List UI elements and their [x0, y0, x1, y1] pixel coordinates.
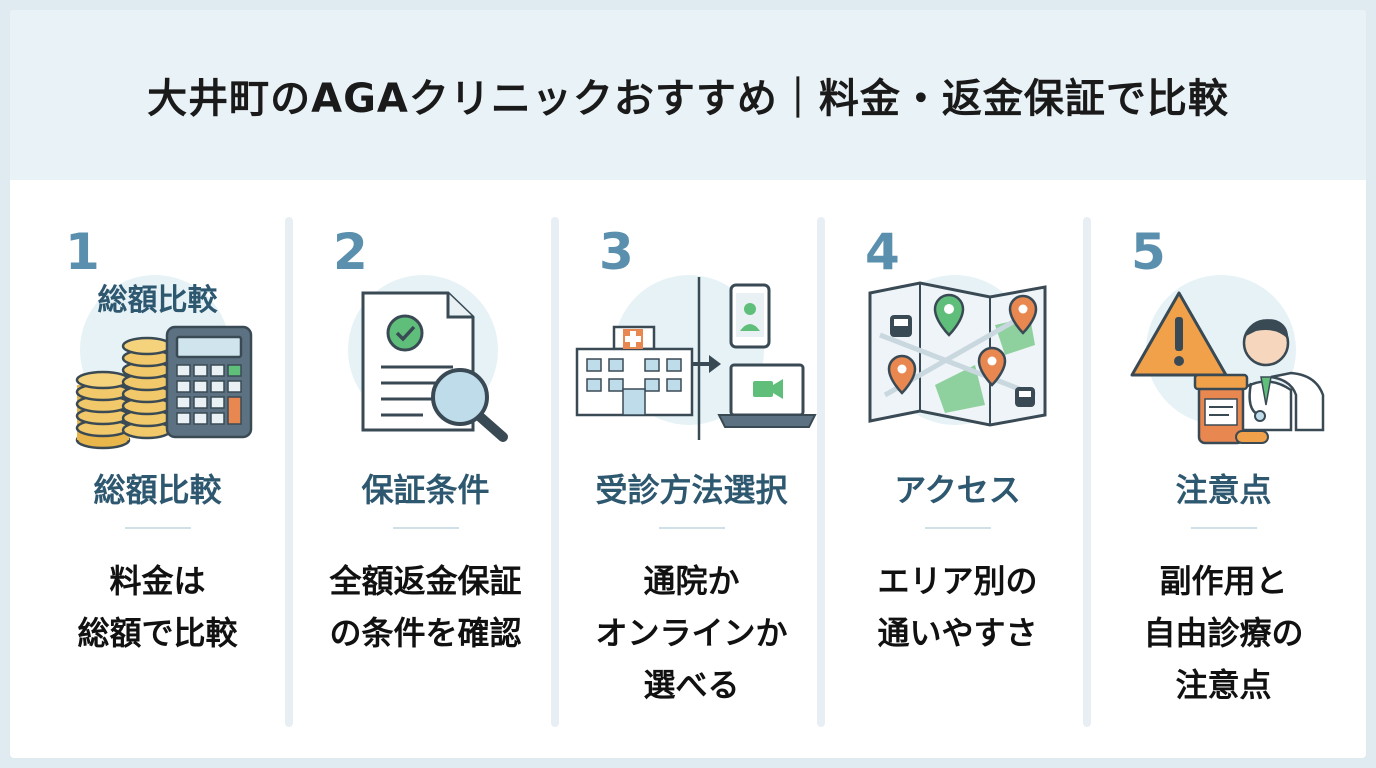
divider-rule — [393, 527, 459, 529]
step-description: 全額返金保証 の条件を確認 — [293, 555, 558, 659]
divider-rule — [659, 527, 725, 529]
coins-calculator-icon — [75, 325, 253, 450]
step-number: 5 — [1131, 223, 1166, 281]
desc-line: エリア別の — [877, 562, 1038, 600]
step-description: 料金は 総額で比較 — [25, 555, 290, 659]
desc-line: オンラインか — [595, 614, 788, 652]
divider-rule — [125, 527, 191, 529]
divider-rule — [925, 527, 991, 529]
step-number: 1 — [65, 223, 100, 281]
step-1: 1 総額比較 — [25, 215, 290, 725]
step-number: 2 — [333, 223, 368, 281]
desc-line: の条件を確認 — [329, 614, 522, 652]
step-4: 4 アクセス エリア別の 通いやすさ — [825, 215, 1090, 725]
desc-line: 選べる — [643, 666, 740, 704]
step-label: 注意点 — [1175, 471, 1272, 509]
step-icon-caption: 総額比較 — [97, 283, 218, 318]
document-magnifier-icon — [361, 291, 508, 442]
desc-line: 全額返金保証 — [329, 562, 522, 600]
header-banner: 大井町のAGAクリニックおすすめ｜料金・返金保証で比較 — [10, 10, 1366, 180]
column-divider — [817, 217, 825, 727]
column-divider — [285, 217, 293, 727]
step-3: 3 受診方法選択 — [559, 215, 824, 725]
desc-line: 総額で比較 — [77, 614, 238, 652]
column-divider — [1083, 217, 1091, 727]
divider-rule — [1191, 527, 1257, 529]
step-number: 3 — [599, 223, 634, 281]
desc-line: 自由診療の — [1143, 614, 1304, 652]
hospital-online-icon — [575, 277, 817, 440]
step-label: アクセス — [894, 471, 1021, 509]
step-2: 2 保証条件 全額返金保証 の条件を確認 — [293, 215, 558, 725]
step-number: 4 — [865, 223, 900, 281]
warning-doctor-icon — [1130, 291, 1325, 445]
map-pins-icon — [868, 281, 1047, 427]
step-label: 保証条件 — [361, 471, 490, 509]
desc-line: 注意点 — [1175, 666, 1272, 704]
step-description: 副作用と 自由診療の 注意点 — [1091, 555, 1356, 711]
desc-line: 通院か — [643, 562, 740, 600]
page-title: 大井町のAGAクリニックおすすめ｜料金・返金保証で比較 — [147, 76, 1229, 122]
step-5: 5 注意点 副作用と 自由診療の 注意点 — [1091, 215, 1356, 725]
desc-line: 副作用と — [1159, 562, 1288, 600]
step-description: エリア別の 通いやすさ — [825, 555, 1090, 659]
step-description: 通院か オンラインか 選べる — [559, 555, 824, 711]
desc-line: 料金は — [109, 562, 206, 600]
infographic-frame: 大井町のAGAクリニックおすすめ｜料金・返金保証で比較 1 総額比較 — [10, 10, 1366, 758]
column-divider — [551, 217, 559, 727]
desc-line: 通いやすさ — [877, 614, 1038, 652]
step-label: 総額比較 — [93, 471, 222, 509]
step-label: 受診方法選択 — [595, 471, 788, 509]
